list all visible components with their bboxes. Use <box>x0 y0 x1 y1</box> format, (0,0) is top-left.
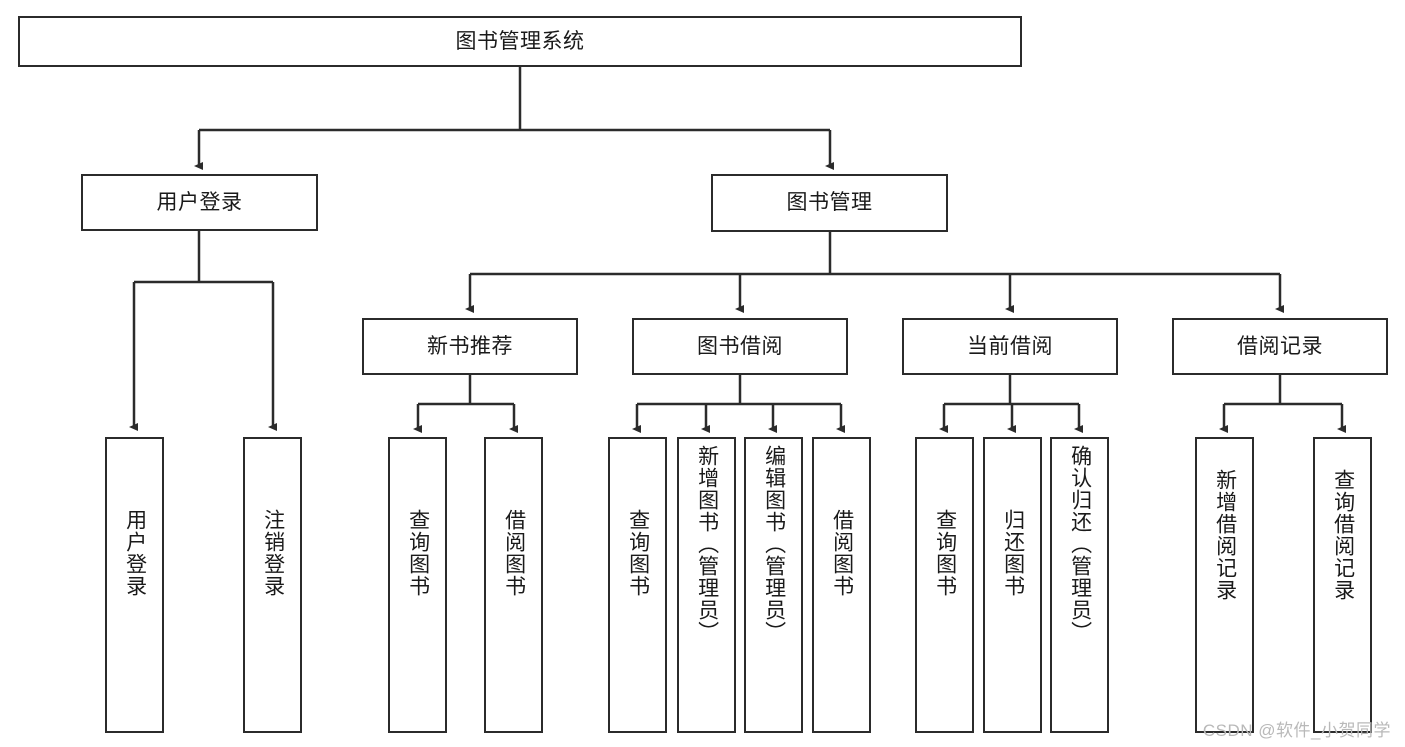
node-leaf-confirm-return-label: 确认归还（管理员） <box>1068 445 1092 643</box>
node-user-login[interactable]: 用户登录 <box>81 174 318 231</box>
node-root-label: 图书管理系统 <box>455 29 585 53</box>
node-leaf-logout[interactable]: 注销登录 <box>243 437 302 733</box>
node-leaf-add-book[interactable]: 新增图书（管理员） <box>677 437 736 733</box>
node-leaf-query-book-3-label: 查询图书 <box>933 509 957 597</box>
node-leaf-query-book-2[interactable]: 查询图书 <box>608 437 667 733</box>
node-new-book-rec[interactable]: 新书推荐 <box>362 318 578 375</box>
watermark: CSDN @软件_小贺同学 <box>1202 721 1391 740</box>
node-leaf-logout-label: 注销登录 <box>261 509 285 597</box>
node-leaf-add-record[interactable]: 新增借阅记录 <box>1195 437 1254 733</box>
node-book-borrow-label: 图书借阅 <box>697 334 783 358</box>
node-leaf-return-book[interactable]: 归还图书 <box>983 437 1042 733</box>
node-leaf-return-book-label: 归还图书 <box>1001 509 1025 597</box>
node-user-login-label: 用户登录 <box>156 190 243 214</box>
node-borrow-record[interactable]: 借阅记录 <box>1172 318 1388 375</box>
node-leaf-borrow-book-2[interactable]: 借阅图书 <box>812 437 871 733</box>
node-borrow-record-label: 借阅记录 <box>1237 334 1323 358</box>
node-leaf-query-book-2-label: 查询图书 <box>626 509 650 597</box>
node-leaf-borrow-book-2-label: 借阅图书 <box>830 509 854 597</box>
node-root[interactable]: 图书管理系统 <box>18 16 1022 67</box>
node-leaf-user-login-label: 用户登录 <box>123 509 147 597</box>
node-new-book-rec-label: 新书推荐 <box>427 334 513 358</box>
node-leaf-user-login[interactable]: 用户登录 <box>105 437 164 733</box>
node-book-manage[interactable]: 图书管理 <box>711 174 948 232</box>
node-current-borrow[interactable]: 当前借阅 <box>902 318 1118 375</box>
node-current-borrow-label: 当前借阅 <box>967 334 1053 358</box>
node-leaf-query-book-1-label: 查询图书 <box>406 509 430 597</box>
node-leaf-add-record-label: 新增借阅记录 <box>1213 469 1237 601</box>
node-leaf-confirm-return[interactable]: 确认归还（管理员） <box>1050 437 1109 733</box>
node-leaf-add-book-label: 新增图书（管理员） <box>695 445 719 643</box>
node-leaf-query-record[interactable]: 查询借阅记录 <box>1313 437 1372 733</box>
node-leaf-query-book-3[interactable]: 查询图书 <box>915 437 974 733</box>
node-leaf-edit-book[interactable]: 编辑图书（管理员） <box>744 437 803 733</box>
node-book-borrow[interactable]: 图书借阅 <box>632 318 848 375</box>
node-leaf-query-book-1[interactable]: 查询图书 <box>388 437 447 733</box>
node-leaf-borrow-book-1[interactable]: 借阅图书 <box>484 437 543 733</box>
node-leaf-query-record-label: 查询借阅记录 <box>1331 469 1355 601</box>
node-leaf-borrow-book-1-label: 借阅图书 <box>502 509 526 597</box>
node-book-manage-label: 图书管理 <box>786 191 873 215</box>
node-leaf-edit-book-label: 编辑图书（管理员） <box>762 445 786 643</box>
